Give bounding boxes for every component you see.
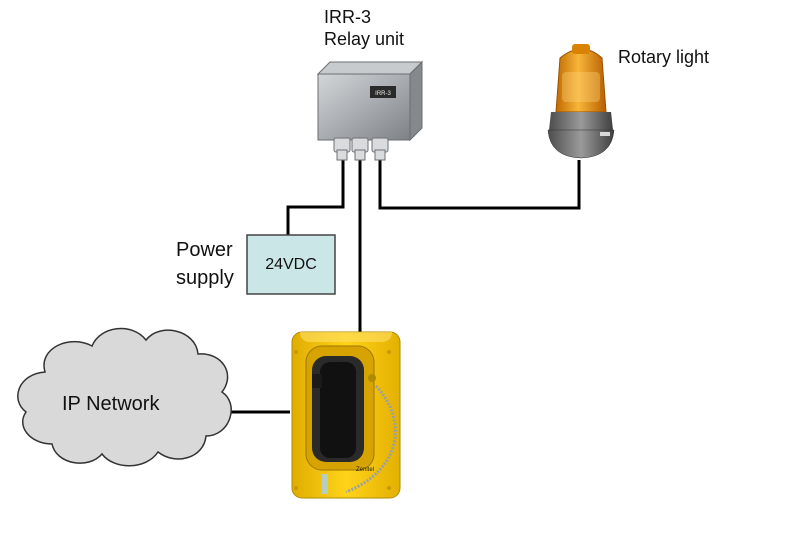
relay-unit-name: IRR-3 [324,7,372,27]
relay-unit-label: IRR-3 Relay unit [324,6,404,50]
cable-glands [333,137,389,161]
rotary-light-label: Rotary light [618,47,710,67]
power-supply-label-line1: Power [176,239,233,261]
power-supply-label: Power supply [176,236,234,292]
wire-power [286,160,345,235]
wire-light [378,160,581,210]
telephone [291,331,401,499]
rotary-light [547,44,615,159]
relay-front-label: IRR-3 [375,91,391,97]
ip-network-cloud [17,327,232,467]
wires [230,160,581,414]
power-supply-voltage: 24VDC [265,255,317,273]
power-supply-box [246,234,336,295]
telephone-brand-logo: Zenitel [356,467,375,473]
power-supply-label-line2: supply [176,267,234,289]
relay-unit-description: Relay unit [324,29,405,49]
ip-network-label: IP Network [62,393,160,415]
relay-unit: IRR-3 [316,60,424,161]
